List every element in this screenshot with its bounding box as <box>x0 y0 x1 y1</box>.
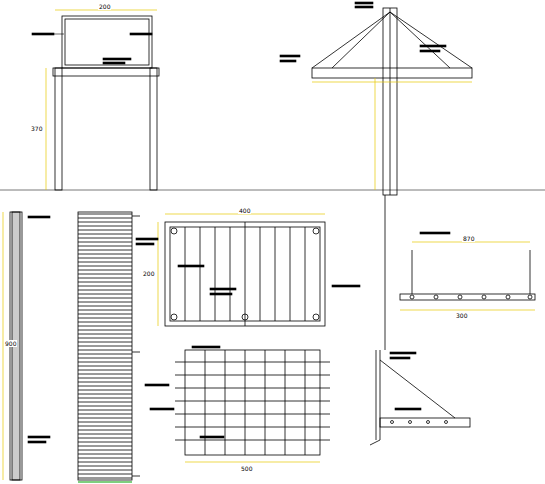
dimension-label: 370 <box>30 125 43 132</box>
dimension-label: 900 <box>4 340 17 347</box>
dimension-label: 200 <box>98 3 111 10</box>
dimension-label: 400 <box>238 207 251 214</box>
dimension-label: 500 <box>240 465 253 472</box>
dimension-label: 200 <box>142 270 155 277</box>
dimension-label: 870 <box>462 235 475 242</box>
dimension-label: 300 <box>455 312 468 319</box>
